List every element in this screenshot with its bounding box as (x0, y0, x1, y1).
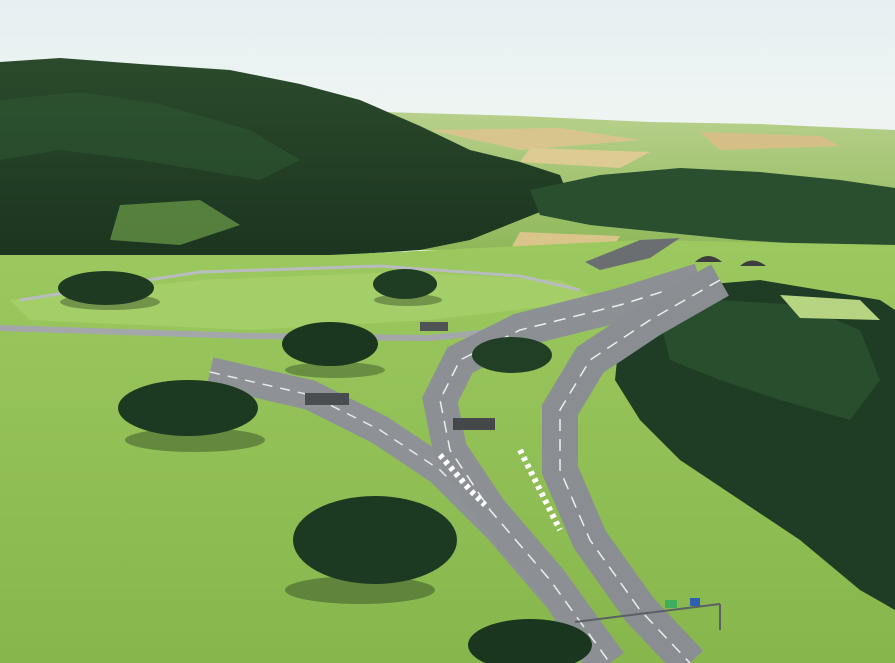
tree-cluster-6 (472, 337, 552, 373)
field-right (780, 295, 880, 320)
tunnel-roof (585, 238, 680, 270)
field-tan-3 (520, 148, 650, 168)
forest-hill-highlights (0, 92, 300, 180)
tree-cluster-3 (282, 322, 385, 378)
tree-cluster-2 (373, 269, 442, 306)
tunnel-portal-2 (740, 260, 766, 266)
gore-chevrons-2 (517, 448, 563, 532)
clearing-left (110, 200, 240, 245)
highway-right-line (559, 279, 721, 663)
highway-center-line (439, 279, 701, 663)
tree-cluster-7 (468, 619, 592, 663)
forest-band-right (530, 168, 895, 250)
tree-cluster-1 (58, 271, 160, 310)
overpass-2 (453, 418, 495, 430)
overpass-1 (305, 393, 349, 405)
tree-cluster-5 (285, 496, 457, 604)
gantry-sign (574, 598, 721, 630)
overpass-3 (420, 322, 448, 331)
tree-cluster-4 (118, 380, 265, 452)
tunnel-portal-1 (695, 256, 722, 262)
field-tan-2 (700, 132, 840, 150)
highway-left-branch-line (209, 371, 601, 663)
field-tan-1 (430, 128, 640, 150)
terrace (10, 272, 600, 330)
forest-right-texture (660, 300, 880, 420)
